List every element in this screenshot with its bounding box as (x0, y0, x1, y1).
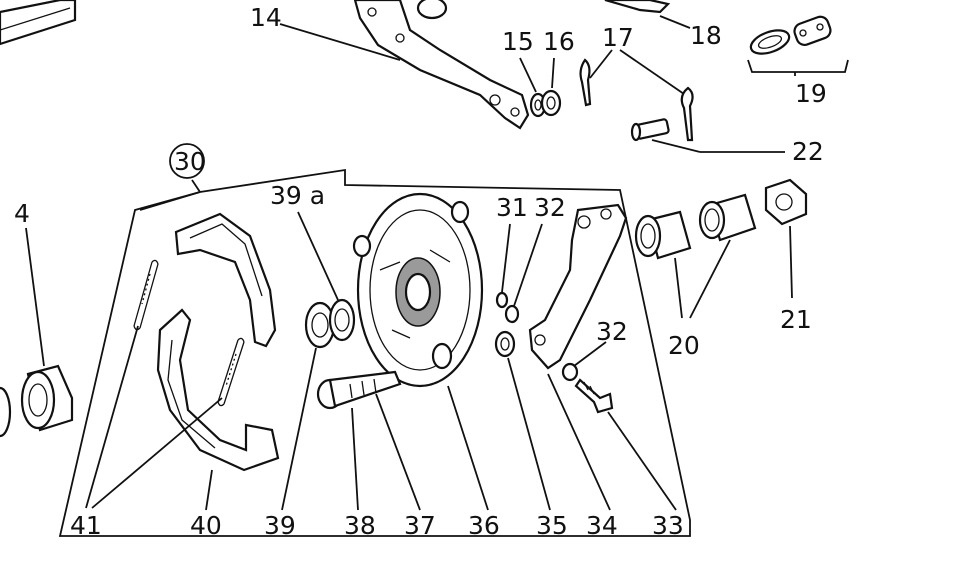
label-4: 4 (14, 199, 30, 228)
label-18: 18 (690, 21, 722, 50)
part-33-bolt (574, 378, 614, 414)
part-34-brake-lever (528, 203, 628, 370)
part-41-spring-lower (217, 337, 245, 407)
part-32-washer-lower (561, 362, 579, 382)
part-40-brake-shoe-lower (156, 308, 280, 472)
label-31: 31 (496, 193, 528, 222)
label-30: 30 (174, 147, 206, 176)
part-38-37-bolt (316, 370, 402, 410)
group-30-bracket (58, 168, 691, 537)
label-40: 40 (190, 511, 222, 540)
label-33: 33 (652, 511, 684, 540)
label-35: 35 (536, 511, 568, 540)
part-40-brake-shoe-upper (174, 212, 277, 348)
part-21-hex-nut (764, 178, 808, 226)
leader-lines (25, 15, 796, 511)
label-20: 20 (668, 331, 700, 360)
part-31-washer (495, 291, 509, 309)
label-21: 21 (780, 305, 812, 334)
part-4-bearing (0, 364, 74, 438)
label-39a: 39 a (270, 181, 325, 210)
part-20-spacer-small (698, 193, 757, 242)
label-38: 38 (344, 511, 376, 540)
label-16: 16 (543, 27, 575, 56)
part-36-back-plate (352, 192, 484, 388)
part-35-washer (494, 330, 516, 358)
label-39: 39 (264, 511, 296, 540)
label-17: 17 (602, 23, 634, 52)
part-14-lever-arm (353, 0, 530, 130)
part-19-chain-links (747, 15, 849, 73)
axle-shaft (0, 0, 77, 46)
label-41: 41 (70, 511, 102, 540)
part-20-spacer-large (634, 210, 692, 260)
part-32-washer-upper (504, 304, 520, 324)
part-18-chain (604, 0, 671, 14)
part-39-washer (304, 301, 336, 349)
part-41-spring-upper (133, 259, 159, 331)
label-14: 14 (250, 3, 282, 32)
label-37: 37 (404, 511, 436, 540)
label-32-upper: 32 (534, 193, 566, 222)
label-34: 34 (586, 511, 618, 540)
label-19: 19 (795, 79, 827, 108)
label-32-lower: 32 (596, 317, 628, 346)
part-labels: 4 14 15 16 17 18 19 20 21 22 30 31 32 32… (14, 3, 827, 540)
part-22-pin (630, 118, 670, 142)
label-15: 15 (502, 27, 534, 56)
part-17-split-pin (579, 58, 694, 142)
label-22: 22 (792, 137, 824, 166)
label-36: 36 (468, 511, 500, 540)
part-39a-washer (328, 298, 356, 342)
part-16-bushing (540, 89, 562, 117)
